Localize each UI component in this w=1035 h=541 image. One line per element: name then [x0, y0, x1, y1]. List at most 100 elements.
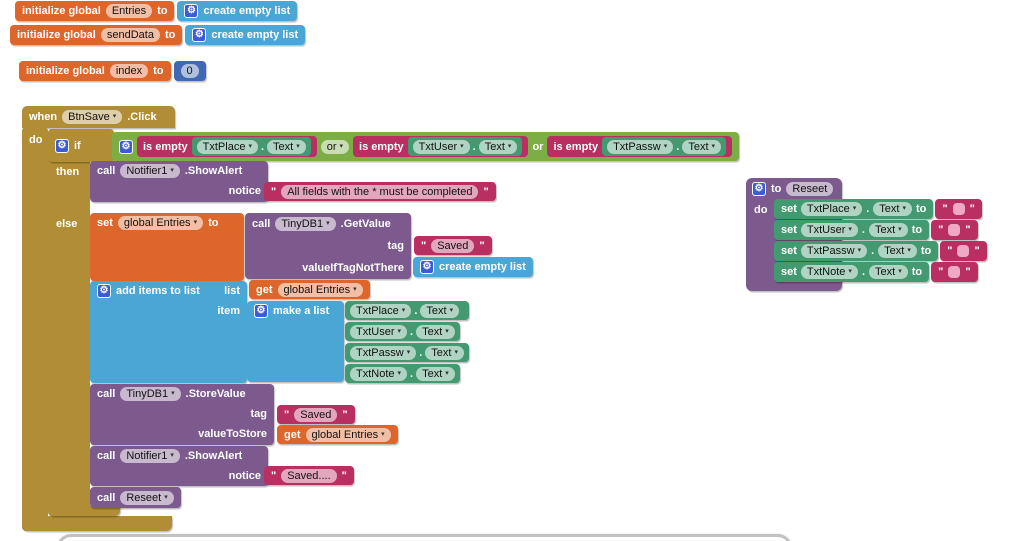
mutator-gear-icon[interactable]: [752, 181, 766, 196]
mutator-gear-icon[interactable]: [55, 138, 69, 153]
component-dropdown[interactable]: TinyDB1: [120, 387, 181, 401]
call-reseet-block[interactable]: call Reseet: [90, 487, 181, 508]
property-dropdown[interactable]: Text: [869, 265, 908, 279]
event-component-dropdown[interactable]: BtnSave: [62, 110, 123, 124]
set-global-entries-block[interactable]: set global Entries to: [90, 213, 244, 281]
component-dropdown[interactable]: TxtPlace: [196, 139, 258, 154]
call-showalert-block[interactable]: call Notifier1 .ShowAlert notice: [90, 161, 268, 202]
string-field[interactable]: Saved: [294, 407, 338, 422]
or-operator-dropdown[interactable]: or: [320, 139, 350, 154]
set-property-block[interactable]: set TxtPassw . Text to: [774, 241, 939, 261]
is-empty-block[interactable]: is empty TxtUser . Text: [353, 136, 529, 157]
property-dropdown[interactable]: Text: [682, 139, 722, 154]
variable-dropdown[interactable]: global Entries: [117, 216, 204, 230]
init-global-senddata-block[interactable]: initialize global sendData to: [10, 25, 183, 45]
component-getter-block[interactable]: TxtPlace . Text: [345, 301, 469, 320]
text-string-block[interactable]: " Saved.... ": [264, 466, 354, 485]
set-property-block[interactable]: set TxtPlace . Text to: [774, 199, 934, 219]
component-dropdown[interactable]: TxtPassw: [800, 244, 868, 258]
procedure-name-field[interactable]: Reseet: [786, 181, 834, 196]
component-dropdown[interactable]: TxtUser: [350, 324, 408, 339]
component-getter-block[interactable]: TxtUser . Text: [407, 137, 523, 156]
empty-string-block[interactable]: " ": [935, 199, 982, 219]
variable-dropdown[interactable]: global Entries: [277, 282, 363, 297]
component-getter-block[interactable]: TxtPassw . Text: [602, 137, 727, 156]
component-dropdown[interactable]: TxtUser: [800, 223, 858, 237]
text-string-block[interactable]: " Saved ": [414, 236, 492, 255]
string-field[interactable]: Saved: [431, 238, 475, 253]
create-empty-list-block[interactable]: create empty list: [177, 1, 298, 21]
add-items-to-list-block[interactable]: add items to list list item: [90, 281, 247, 383]
number-field[interactable]: 0: [180, 64, 199, 78]
if-block-spine[interactable]: [48, 129, 90, 516]
property-dropdown[interactable]: Text: [478, 139, 518, 154]
set-property-block[interactable]: set TxtUser . Text to: [774, 220, 930, 240]
when-block-footer[interactable]: [22, 516, 172, 531]
empty-string-field[interactable]: [952, 203, 965, 215]
number-block[interactable]: 0: [173, 61, 206, 81]
if-block-header[interactable]: if: [48, 129, 114, 162]
global-name-field[interactable]: Entries: [105, 4, 153, 18]
create-empty-list-block[interactable]: create empty list: [413, 257, 533, 277]
when-block-spine[interactable]: [22, 127, 48, 531]
component-dropdown[interactable]: TinyDB1: [275, 217, 336, 231]
component-getter-block[interactable]: TxtPassw . Text: [345, 343, 469, 362]
component-dropdown[interactable]: TxtPlace: [800, 202, 863, 216]
string-field[interactable]: Saved....: [281, 468, 337, 483]
empty-string-field[interactable]: [957, 245, 970, 257]
procedure-dropdown[interactable]: Reseet: [120, 490, 174, 505]
mutator-gear-icon[interactable]: [192, 28, 207, 42]
or-block[interactable]: is empty TxtPlace . Text or is empty Txt…: [112, 132, 740, 161]
set-property-block[interactable]: set TxtNote . Text to: [774, 262, 930, 282]
component-getter-block[interactable]: TxtUser . Text: [345, 322, 460, 341]
property-dropdown[interactable]: Text: [267, 139, 306, 154]
global-name-field[interactable]: index: [109, 64, 149, 78]
empty-string-block[interactable]: " ": [931, 220, 978, 240]
component-dropdown[interactable]: Notifier1: [120, 164, 180, 178]
property-dropdown[interactable]: Text: [868, 223, 908, 237]
string-field[interactable]: All fields with the * must be completed: [281, 184, 479, 199]
component-dropdown[interactable]: TxtPlace: [350, 303, 412, 318]
property-dropdown[interactable]: Text: [878, 244, 917, 258]
component-dropdown[interactable]: TxtNote: [800, 265, 858, 279]
call-showalert-block[interactable]: call Notifier1 .ShowAlert notice: [90, 446, 268, 486]
mutator-gear-icon[interactable]: [254, 304, 268, 318]
mutator-gear-icon[interactable]: [184, 4, 199, 18]
empty-string-field[interactable]: [948, 224, 961, 236]
empty-string-block[interactable]: " ": [940, 241, 987, 261]
global-name-field[interactable]: sendData: [100, 28, 160, 42]
get-global-entries-block[interactable]: get global Entries: [249, 280, 370, 299]
if-block-footer[interactable]: [48, 506, 120, 516]
component-dropdown[interactable]: Notifier1: [120, 449, 180, 463]
create-empty-list-block[interactable]: create empty list: [185, 25, 306, 45]
call-getvalue-block[interactable]: call TinyDB1 .GetValue tag valueIfTagNot…: [245, 213, 411, 279]
is-empty-block[interactable]: is empty TxtPlace . Text: [137, 136, 317, 157]
component-dropdown[interactable]: TxtPassw: [607, 139, 674, 154]
property-dropdown[interactable]: Text: [425, 345, 464, 360]
variable-dropdown[interactable]: global Entries: [305, 427, 391, 442]
is-empty-block[interactable]: is empty TxtPassw . Text: [547, 136, 733, 157]
get-global-entries-block[interactable]: get global Entries: [277, 425, 398, 444]
mutator-gear-icon[interactable]: [97, 284, 111, 298]
when-event-header[interactable]: when BtnSave .Click: [22, 106, 175, 128]
component-getter-block[interactable]: TxtPlace . Text: [191, 137, 311, 156]
component-dropdown[interactable]: TxtNote: [350, 366, 408, 381]
mutator-gear-icon[interactable]: [119, 139, 133, 154]
call-storevalue-block[interactable]: call TinyDB1 .StoreValue tag valueToStor…: [90, 384, 274, 445]
property-dropdown[interactable]: Text: [420, 303, 460, 318]
component-getter-block[interactable]: TxtNote . Text: [345, 364, 460, 383]
text-string-block[interactable]: " All fields with the * must be complete…: [264, 182, 496, 201]
init-global-index-block[interactable]: initialize global index to: [19, 61, 171, 81]
property-dropdown[interactable]: Text: [416, 366, 455, 381]
property-dropdown[interactable]: Text: [873, 202, 912, 216]
mutator-gear-icon[interactable]: [420, 260, 434, 274]
component-dropdown[interactable]: TxtUser: [412, 139, 470, 154]
init-global-entries-block[interactable]: initialize global Entries to: [15, 1, 175, 21]
text-string-block[interactable]: " Saved ": [277, 405, 355, 424]
empty-string-block[interactable]: " ": [931, 262, 978, 282]
property-dropdown[interactable]: Text: [416, 324, 455, 339]
make-a-list-block[interactable]: make a list: [247, 301, 344, 382]
component-dropdown[interactable]: TxtPassw: [350, 345, 417, 360]
empty-string-field[interactable]: [948, 266, 961, 278]
